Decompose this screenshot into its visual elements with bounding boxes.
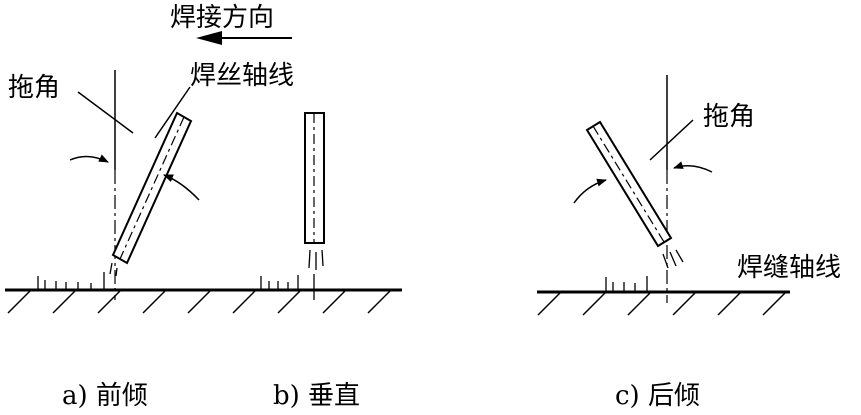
caption-a: a) 前倾 <box>62 381 148 411</box>
torch-b <box>304 112 325 244</box>
panel-a-forward-tilt <box>69 70 200 300</box>
panel-c-backward-tilt <box>573 75 713 303</box>
welding-direction-label: 焊接方向 <box>170 3 274 33</box>
caption-c: c) 后倾 <box>615 381 700 411</box>
base-plate-ab <box>5 272 402 314</box>
caption-b: b) 垂直 <box>273 381 360 411</box>
drag-angle-label-a: 拖角 <box>8 73 60 103</box>
torch-a <box>111 111 193 265</box>
weld-axis-label: 焊缝轴线 <box>737 253 841 283</box>
wire-axis-label: 焊丝轴线 <box>190 61 294 91</box>
drag-angle-label-c: 拖角 <box>703 102 755 132</box>
torch-c <box>585 120 673 248</box>
welding-direction-arrow <box>196 31 292 45</box>
panel-b-vertical <box>304 112 325 300</box>
base-plate-c <box>537 276 790 316</box>
